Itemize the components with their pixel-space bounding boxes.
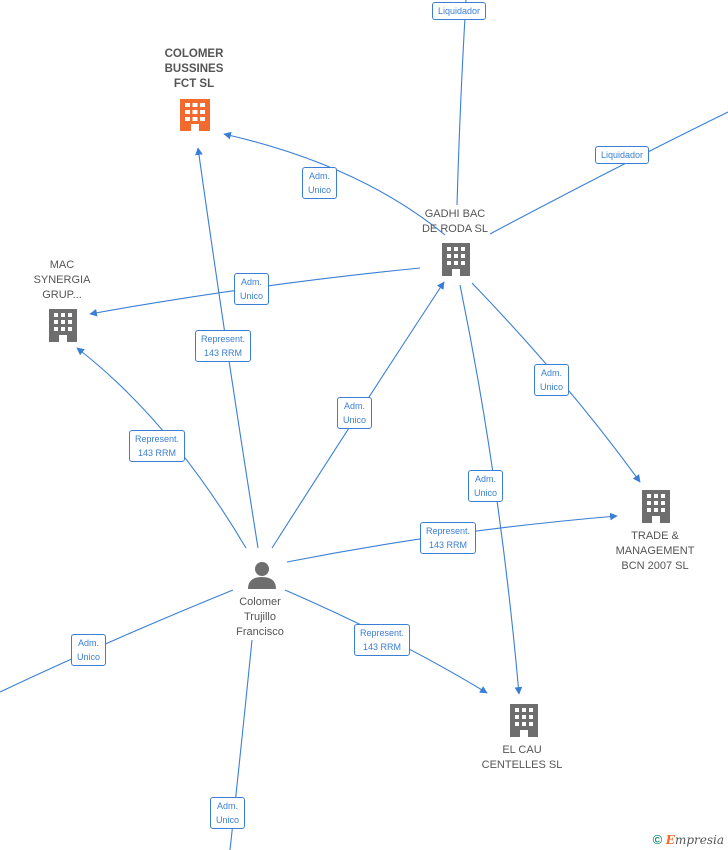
edge-label-line: Unico [343,415,367,425]
node-label-line: COLOMER [164,48,224,60]
node-person-colomer-trujillo[interactable]: Colomer Trujillo Francisco [215,595,305,640]
node-label-line: EL CAU [502,744,542,756]
edge-label-line: Liquidador [601,150,644,160]
node-label-line: GADHI BAC [424,208,486,220]
node-mac-synergia[interactable]: MAC SYNERGIA GRUP... [22,258,102,303]
edge-label-gadhi-trade[interactable]: Adm. Unico [534,364,570,396]
edge-label-line: Represent. [426,526,471,536]
node-label-line: Francisco [236,626,284,638]
edge-label-line: 143 RRM [429,540,468,550]
edge-label-line: Represent. [201,334,246,344]
edge-label-line: Unico [77,652,101,662]
edge-label-line: Adm. [475,474,497,484]
edge-label-person-mac[interactable]: Represent. 143 RRM [129,430,186,462]
colomer-bussines-building-icon [180,99,210,131]
node-label-line: Colomer [239,596,281,608]
edge-label-line: Adm. [344,401,366,411]
edge-label-gadhi-elcau[interactable]: Adm. Unico [468,470,504,502]
edge-liquidador-right [489,111,728,235]
edge-label-line: Unico [474,488,498,498]
edge-label-person-colomer[interactable]: Represent. 143 RRM [195,330,252,362]
edge-label-line: Unico [308,185,332,195]
brand-initial: E [665,833,675,847]
edge-liquidador-top [456,0,467,206]
node-label-line: MAC [49,259,75,271]
node-label-line: CENTELLES SL [481,759,563,771]
empresia-logo: Empresia [666,833,724,847]
edge-label-line: 143 RRM [363,642,402,652]
person-icon [248,562,276,589]
edge-label-person-left[interactable]: Adm. Unico [71,634,107,666]
node-label-line: BCN 2007 SL [621,560,689,572]
node-label-line: BUSSINES [164,63,224,75]
edge-gadhi-to-colomer [223,131,446,236]
mac-synergia-building-icon [49,309,77,342]
node-gadhi-bac[interactable]: GADHI BAC DE RODA SL [405,207,505,237]
edge-label-line: Unico [240,291,264,301]
edge-label-line: Adm. [241,277,263,287]
edge-label-liquidador-right[interactable]: Liquidador [595,146,650,164]
node-colomer-bussines[interactable]: COLOMER BUSSINES FCT SL [144,47,244,92]
node-label-line: TRADE & [631,530,679,542]
empresia-watermark: © Empresia [653,832,724,847]
edge-label-line: Represent. [135,434,180,444]
edge-label-line: Adm. [78,638,100,648]
edge-label-line: Adm. [309,171,331,181]
edge-label-gadhi-mac[interactable]: Adm. Unico [234,273,270,305]
edge-label-person-elcau[interactable]: Represent. 143 RRM [354,624,411,656]
edge-person-left [0,589,234,693]
gadhi-bac-building-icon [442,243,470,276]
edge-label-person-gadhi[interactable]: Adm. Unico [337,397,373,429]
node-el-cau[interactable]: EL CAU CENTELLES SL [472,743,572,773]
edge-label-line: Adm. [541,368,563,378]
node-trade-management[interactable]: TRADE & MANAGEMENT BCN 2007 SL [600,529,710,574]
brand-rest: mpresia [674,833,724,847]
edge-label-line: Liquidador [438,6,481,16]
edge-label-line: 143 RRM [204,348,243,358]
trade-management-building-icon [642,490,670,523]
copyright-symbol: © [652,832,663,847]
edge-label-liquidador-top[interactable]: Liquidador [432,2,487,20]
edge-label-line: Unico [216,815,240,825]
edge-label-line: 143 RRM [138,448,177,458]
edge-label-line: Adm. [217,801,239,811]
edge-label-person-trade[interactable]: Represent. 143 RRM [420,522,477,554]
node-label-line: SYNERGIA [33,274,91,286]
node-label-line: GRUP... [42,289,82,301]
edge-label-line: Represent. [360,628,405,638]
el-cau-building-icon [510,704,538,737]
edge-label-gadhi-colomer[interactable]: Adm. Unico [302,167,338,199]
edge-label-person-bottom[interactable]: Adm. Unico [210,797,246,829]
node-label-line: Trujillo [244,611,276,623]
node-label-line: FCT SL [173,78,215,90]
node-label-line: DE RODA SL [421,223,489,235]
node-label-line: MANAGEMENT [615,545,695,557]
edge-label-line: Unico [540,382,564,392]
